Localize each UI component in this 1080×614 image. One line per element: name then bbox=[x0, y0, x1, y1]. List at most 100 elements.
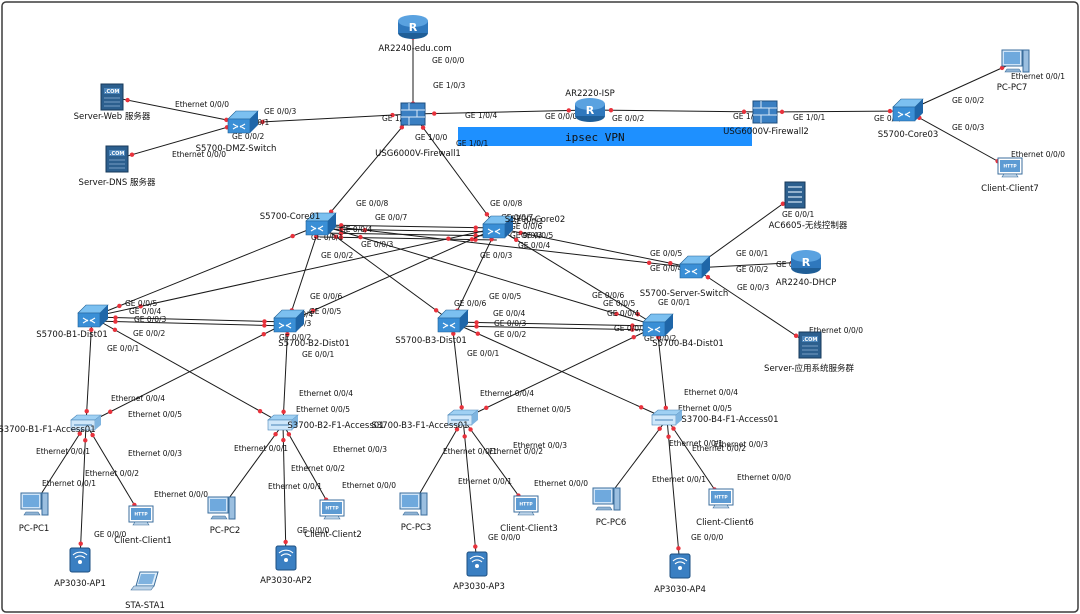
router-icon[interactable]: R bbox=[398, 15, 428, 39]
switch-icon[interactable] bbox=[437, 309, 469, 333]
port-label: GE 0/0/4 bbox=[518, 241, 551, 250]
client-icon[interactable]: HTTP bbox=[997, 157, 1023, 178]
port-label: GE 0/0/3 bbox=[510, 231, 543, 240]
device-label-dmz: S5700-DMZ-Switch bbox=[196, 144, 277, 154]
device-label-fw2: USG6000V-Firewall2 bbox=[723, 127, 809, 137]
svg-text:HTTP: HTTP bbox=[1003, 164, 1017, 170]
port-dot bbox=[77, 431, 82, 436]
svg-text:HTTP: HTTP bbox=[134, 512, 148, 518]
ac-icon[interactable] bbox=[784, 181, 806, 209]
switch-icon[interactable] bbox=[679, 255, 711, 279]
port-dot bbox=[84, 408, 89, 414]
switch-icon[interactable] bbox=[273, 309, 305, 333]
switch-icon[interactable] bbox=[227, 110, 259, 134]
link-core01-core02 bbox=[319, 236, 497, 241]
link-core01-b3d bbox=[319, 224, 453, 323]
link-fw2-core03 bbox=[764, 110, 908, 113]
port-label: GE 0/0/1 bbox=[782, 210, 815, 219]
port-label: GE 0/0/5 bbox=[603, 299, 636, 308]
access-switch-icon[interactable] bbox=[447, 409, 479, 426]
access-switch-icon[interactable] bbox=[267, 414, 299, 431]
ap-icon[interactable] bbox=[669, 553, 691, 579]
port-dot bbox=[283, 539, 288, 545]
device-label-srvweb: Server-Web 服务器 bbox=[74, 111, 151, 122]
port-dot bbox=[631, 334, 636, 340]
device-label-b3a: S3700-B3-F1-Access01 bbox=[371, 421, 468, 431]
port-dot bbox=[462, 434, 467, 439]
port-dot bbox=[779, 109, 785, 115]
svg-text:HTTP: HTTP bbox=[519, 502, 533, 508]
port-label: GE 0/0/6 bbox=[510, 222, 543, 231]
client-icon[interactable]: HTTP bbox=[513, 495, 539, 516]
port-dot bbox=[432, 111, 437, 116]
port-label: Ethernet 0/0/1 bbox=[268, 482, 322, 491]
client-icon[interactable]: HTTP bbox=[128, 505, 154, 526]
port-dot bbox=[630, 323, 635, 328]
link-b3d-b3a bbox=[451, 321, 464, 420]
link-b3a-cl3 bbox=[462, 418, 527, 507]
access-switch-icon[interactable] bbox=[651, 409, 683, 426]
client-icon[interactable]: HTTP bbox=[708, 488, 734, 509]
port-dot bbox=[257, 408, 263, 414]
router-icon[interactable]: R bbox=[791, 250, 821, 274]
port-label: GE 1/0/4 bbox=[465, 111, 498, 120]
switch-icon[interactable] bbox=[305, 212, 337, 236]
switch-icon[interactable] bbox=[482, 215, 514, 239]
port-label: GE 0/0/8 bbox=[490, 199, 523, 208]
access-switch-icon[interactable] bbox=[70, 414, 102, 431]
port-dot bbox=[358, 234, 363, 240]
pc-icon[interactable] bbox=[20, 492, 49, 516]
server-icon[interactable]: .COM bbox=[798, 331, 822, 359]
server-icon[interactable]: .COM bbox=[105, 145, 129, 173]
pc-icon[interactable] bbox=[207, 496, 236, 520]
link-fw1-core02 bbox=[412, 113, 498, 229]
switch-icon[interactable] bbox=[642, 313, 674, 337]
port-dot bbox=[338, 231, 344, 236]
link-fw1-dmz bbox=[241, 113, 414, 124]
port-label: GE 0/0/0 bbox=[432, 56, 465, 65]
ap-icon[interactable] bbox=[69, 547, 91, 573]
port-label: GE 0/0/1 bbox=[107, 344, 140, 353]
port-dot bbox=[676, 546, 681, 551]
port-dot bbox=[469, 237, 475, 242]
device-label-ac6605: AC6605-无线控制器 bbox=[769, 220, 848, 231]
port-label: GE 0/0/5 bbox=[521, 231, 554, 240]
port-label: GE 0/0/1 bbox=[736, 249, 769, 258]
link-core01-b1d bbox=[91, 224, 321, 318]
link-b1a-ap1 bbox=[79, 423, 87, 561]
client-icon[interactable]: HTTP bbox=[319, 499, 345, 520]
port-label: Ethernet 0/0/1 bbox=[36, 447, 90, 456]
switch-icon[interactable] bbox=[77, 304, 109, 328]
device-label-core01: S5700-Core01 bbox=[260, 212, 321, 222]
link-b3d-b4d bbox=[451, 321, 658, 327]
port-dot bbox=[468, 427, 473, 432]
pc-icon[interactable] bbox=[399, 492, 428, 516]
firewall-icon[interactable] bbox=[400, 102, 426, 126]
firewall-icon[interactable] bbox=[752, 100, 778, 124]
port-dot bbox=[474, 320, 479, 325]
port-label: GE 0/0/2 bbox=[321, 251, 354, 260]
port-dot bbox=[83, 438, 88, 443]
port-label: GE 0/0/7 bbox=[375, 213, 408, 222]
port-dot bbox=[639, 405, 644, 410]
port-dot bbox=[446, 236, 451, 241]
switch-icon[interactable] bbox=[892, 98, 924, 122]
link-dmz-srvweb bbox=[111, 96, 243, 124]
device-label-b1d: S5700-B1-Dist01 bbox=[36, 330, 108, 340]
port-label: Ethernet 0/0/4 bbox=[684, 388, 738, 397]
port-dot bbox=[451, 331, 456, 336]
pc-icon[interactable] bbox=[1001, 49, 1030, 73]
server-icon[interactable]: .COM bbox=[100, 83, 124, 111]
port-dot bbox=[780, 201, 786, 206]
port-dot bbox=[90, 432, 95, 438]
port-dot bbox=[614, 311, 619, 317]
port-label: Ethernet 0/0/1 bbox=[1011, 72, 1065, 81]
laptop-icon[interactable] bbox=[130, 571, 159, 591]
ap-icon[interactable] bbox=[466, 551, 488, 577]
link-core02-b3d bbox=[451, 227, 498, 323]
router-icon[interactable]: R bbox=[575, 98, 605, 122]
pc-icon[interactable] bbox=[592, 487, 621, 511]
port-label: GE 1/0/0 bbox=[733, 112, 766, 121]
port-dot bbox=[112, 327, 118, 333]
ap-icon[interactable] bbox=[275, 545, 297, 571]
